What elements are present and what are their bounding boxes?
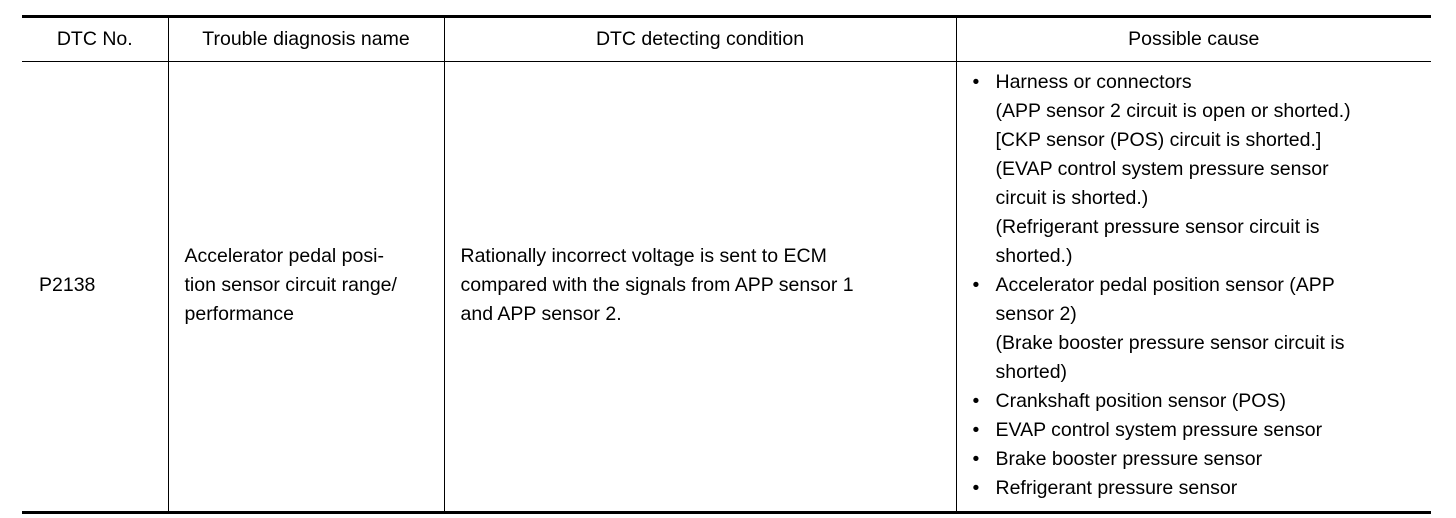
bullet-icon: •: [972, 448, 980, 470]
header-dtc-detecting-condition: DTC detecting condition: [443, 15, 956, 62]
cause-text: EVAP control system pressure sensor: [995, 419, 1323, 441]
cause-note: (APP sensor 2 circuit is open or shorted…: [995, 100, 1351, 122]
list-item: • EVAP control system pressure sensor: [973, 416, 1426, 445]
list-item: • Brake booster pressure sensor: [973, 445, 1426, 474]
possible-cause-list: • Harness or connectors (APP sensor 2 circ…: [973, 68, 1426, 503]
header-trouble-diagnosis-name: Trouble diagnosis name: [167, 15, 444, 62]
bullet-icon: •: [972, 390, 980, 412]
bullet-icon: •: [972, 477, 980, 499]
dtc-number-cell: P2138: [22, 61, 168, 514]
detecting-condition-cell: Rationally incorrect voltage is sent to …: [443, 61, 956, 514]
list-item: • Refrigerant pressure sensor: [973, 474, 1426, 503]
cause-note: (Brake booster pressure sensor circuit i…: [995, 332, 1345, 383]
diagnosis-name-cell: Accelerator pedal posi-tion sensor circu…: [167, 61, 444, 514]
bullet-icon: •: [972, 274, 980, 296]
table-row: P2138 Accelerator pedal posi-tion sensor…: [22, 61, 1431, 514]
cause-text: Harness or connectors: [995, 71, 1192, 93]
dtc-table: DTC No. Trouble diagnosis name DTC detec…: [22, 15, 1431, 514]
header-dtc-no: DTC No.: [22, 15, 168, 62]
header-row: DTC No. Trouble diagnosis name DTC detec…: [22, 15, 1431, 62]
possible-cause-cell: • Harness or connectors (APP sensor 2 circ…: [955, 61, 1431, 514]
list-item: • Crankshaft position sensor (POS): [973, 387, 1426, 416]
cause-text: Crankshaft position sensor (POS): [995, 390, 1286, 412]
cause-note: [CKP sensor (POS) circuit is shorted.]: [995, 129, 1322, 151]
cause-text: Refrigerant pressure sensor: [995, 477, 1238, 499]
header-possible-cause: Possible cause: [955, 15, 1431, 62]
list-item: • Harness or connectors (APP sensor 2 circ…: [973, 68, 1426, 271]
bullet-icon: •: [972, 419, 980, 441]
bullet-icon: •: [972, 71, 980, 93]
cause-text: Brake booster pressure sensor: [995, 448, 1263, 470]
